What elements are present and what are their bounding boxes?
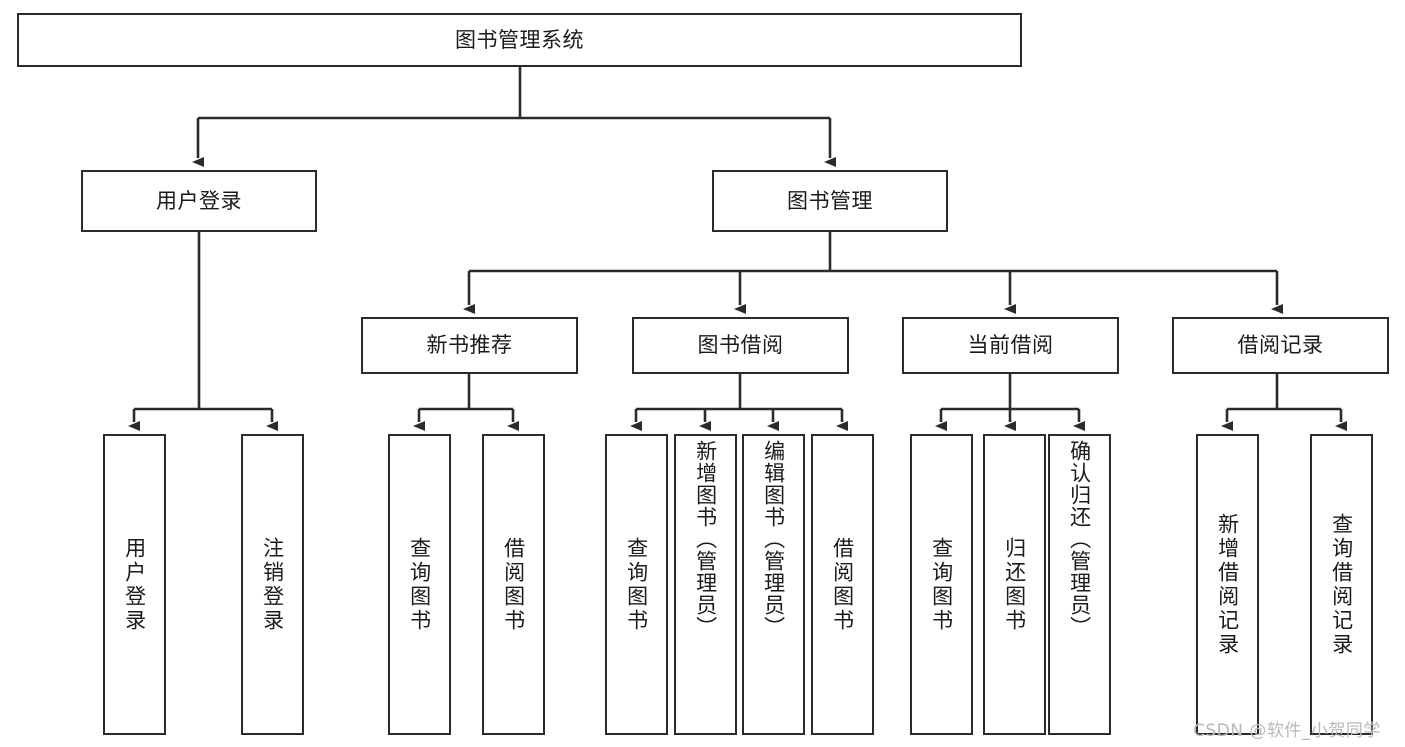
node-return-book[interactable]: 归还图书 bbox=[983, 434, 1046, 735]
node-user-logout-action-label: 注销登录 bbox=[260, 536, 285, 633]
node-root[interactable]: 图书管理系统 bbox=[17, 13, 1022, 67]
node-new-book-recommend-label: 新书推荐 bbox=[426, 333, 513, 358]
node-return-book-label: 归还图书 bbox=[1002, 536, 1027, 633]
node-current-borrow[interactable]: 当前借阅 bbox=[902, 317, 1119, 374]
new-book-recommend-to-leaves-connectors bbox=[413, 374, 519, 431]
node-borrow-books-recommend[interactable]: 借阅图书 bbox=[482, 434, 545, 735]
node-query-books-current[interactable]: 查询图书 bbox=[910, 434, 973, 735]
root-to-level2-connectors bbox=[192, 67, 836, 167]
book-borrow-to-leaves-connectors bbox=[630, 374, 848, 431]
node-book-borrow[interactable]: 图书借阅 bbox=[632, 317, 849, 374]
node-current-borrow-label: 当前借阅 bbox=[967, 333, 1054, 358]
node-edit-book-admin[interactable]: 编辑图书（管理员） bbox=[742, 434, 805, 735]
node-user-login-action-label: 用户登录 bbox=[122, 536, 147, 633]
node-book-management[interactable]: 图书管理 bbox=[712, 170, 948, 232]
node-add-book-admin-label: 新增图书（管理员） bbox=[693, 440, 718, 638]
node-book-management-label: 图书管理 bbox=[787, 188, 873, 213]
node-new-book-recommend[interactable]: 新书推荐 bbox=[361, 317, 578, 374]
node-add-borrow-record[interactable]: 新增借阅记录 bbox=[1196, 434, 1259, 735]
node-confirm-return-admin[interactable]: 确认归还（管理员） bbox=[1048, 434, 1111, 735]
node-borrow-record-label: 借阅记录 bbox=[1237, 333, 1324, 358]
node-query-books-recommend-label: 查询图书 bbox=[407, 536, 432, 633]
node-query-books-borrow[interactable]: 查询图书 bbox=[605, 434, 668, 735]
node-query-books-borrow-label: 查询图书 bbox=[624, 536, 649, 633]
node-add-borrow-record-label: 新增借阅记录 bbox=[1215, 512, 1240, 657]
borrow-record-to-leaves-connectors bbox=[1221, 374, 1347, 431]
node-user-login-action[interactable]: 用户登录 bbox=[103, 434, 166, 735]
node-add-book-admin[interactable]: 新增图书（管理员） bbox=[674, 434, 737, 735]
node-user-login-label: 用户登录 bbox=[156, 188, 242, 213]
node-borrow-books-recommend-label: 借阅图书 bbox=[501, 536, 526, 633]
node-user-logout-action[interactable]: 注销登录 bbox=[241, 434, 304, 735]
node-query-books-recommend[interactable]: 查询图书 bbox=[388, 434, 451, 735]
book-management-to-level3-connectors bbox=[463, 232, 1283, 314]
node-confirm-return-admin-label: 确认归还（管理员） bbox=[1067, 440, 1092, 638]
node-borrow-book-action[interactable]: 借阅图书 bbox=[811, 434, 874, 735]
node-query-borrow-record-label: 查询借阅记录 bbox=[1329, 512, 1354, 657]
node-query-books-current-label: 查询图书 bbox=[929, 536, 954, 633]
node-borrow-book-action-label: 借阅图书 bbox=[830, 536, 855, 633]
node-root-label: 图书管理系统 bbox=[455, 27, 584, 52]
node-user-login[interactable]: 用户登录 bbox=[81, 170, 317, 232]
node-edit-book-admin-label: 编辑图书（管理员） bbox=[761, 440, 786, 638]
current-borrow-to-leaves-connectors bbox=[935, 374, 1085, 431]
user-login-to-leaves-connectors bbox=[128, 232, 278, 431]
watermark-text: CSDN @软件_小贺同学 bbox=[1193, 721, 1381, 741]
node-borrow-record[interactable]: 借阅记录 bbox=[1172, 317, 1389, 374]
node-book-borrow-label: 图书借阅 bbox=[697, 333, 784, 358]
node-query-borrow-record[interactable]: 查询借阅记录 bbox=[1310, 434, 1373, 735]
